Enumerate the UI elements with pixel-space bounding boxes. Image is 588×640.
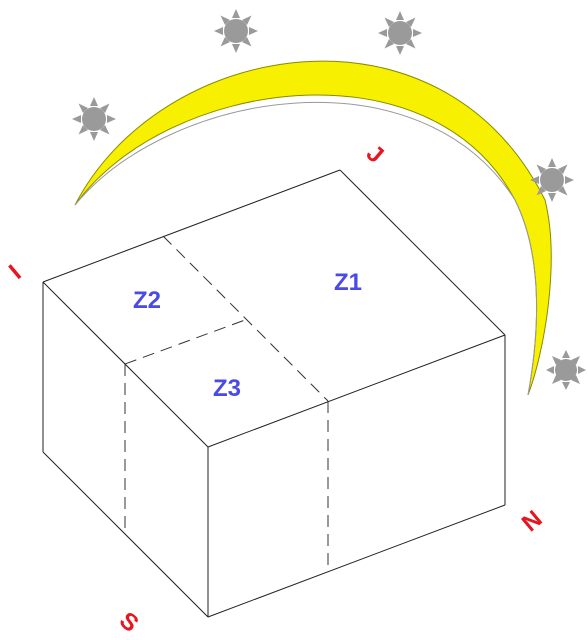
- sun-icon: [530, 158, 574, 202]
- building-top-face: [43, 170, 505, 447]
- sun-icon: [546, 350, 586, 390]
- zone-label-z2: Z2: [133, 287, 161, 314]
- sun-path-inner-line: [74, 102, 538, 396]
- zone-label-z3: Z3: [213, 375, 241, 402]
- zone-label-z1: Z1: [334, 269, 362, 296]
- cardinal-label-s: S: [114, 607, 144, 638]
- cardinal-label-i: I: [4, 260, 26, 285]
- sun-icon: [72, 97, 116, 141]
- building-right-face: [208, 335, 505, 617]
- sun-icon: [214, 9, 258, 53]
- cardinal-label-n: N: [517, 505, 548, 537]
- zone-dividers: [124, 235, 329, 571]
- building-edges: [42, 169, 506, 618]
- sun-icon: [378, 11, 422, 55]
- cardinal-label-j: J: [361, 140, 389, 169]
